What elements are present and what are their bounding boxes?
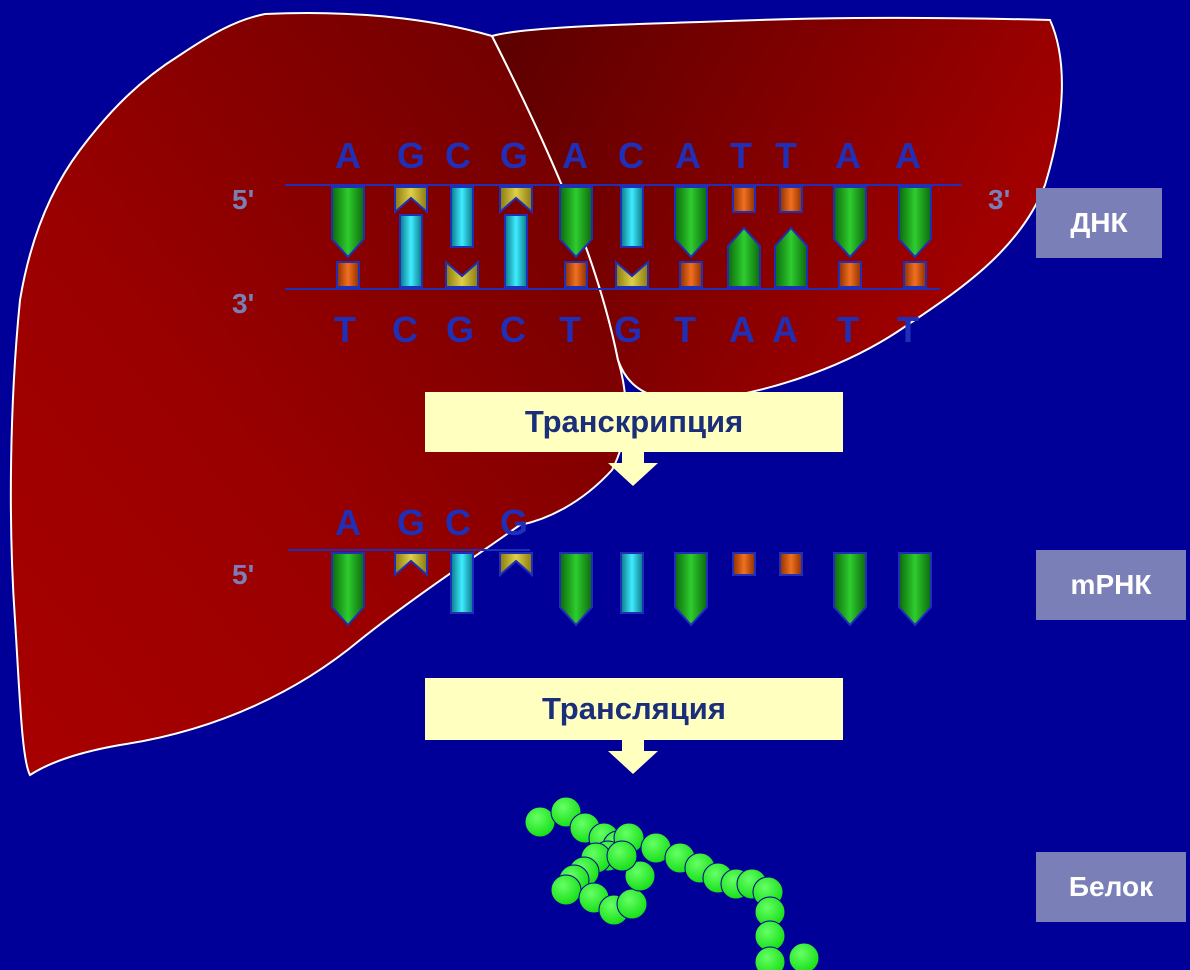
coding-base-7: A xyxy=(675,135,701,176)
dna-bottom-base-7 xyxy=(680,262,702,287)
translation-box: Трансляция xyxy=(425,678,843,740)
template-base-1: T xyxy=(334,309,356,350)
mrna-base-8 xyxy=(733,553,755,575)
dna-top-3prime: 3' xyxy=(988,184,1010,215)
coding-base-4: G xyxy=(500,135,528,176)
mrna-letter-1: A xyxy=(335,502,361,543)
coding-base-1: A xyxy=(335,135,361,176)
coding-base-8: T xyxy=(730,135,752,176)
protein-bead xyxy=(617,889,647,919)
mrna-base-6 xyxy=(621,553,643,613)
template-base-11: T xyxy=(897,309,919,350)
template-base-2: C xyxy=(392,309,418,350)
template-base-8: A xyxy=(729,309,755,350)
template-base-7: T xyxy=(674,309,696,350)
mrna-letter-4: G xyxy=(500,502,528,543)
mrna-base-7 xyxy=(675,553,707,625)
dna-top-base-3 xyxy=(451,187,473,247)
coding-base-3: C xyxy=(445,135,471,176)
mrna-5prime: 5' xyxy=(232,559,254,590)
dna-bottom-base-1 xyxy=(337,262,359,287)
protein-bead xyxy=(525,807,555,837)
dna-bottom-base-5 xyxy=(565,262,587,287)
dna-top-base-9 xyxy=(780,187,802,212)
template-base-9: A xyxy=(772,309,798,350)
template-base-5: T xyxy=(559,309,581,350)
dna-bottom-base-11 xyxy=(904,262,926,287)
mrna-label: mРНК xyxy=(1036,550,1186,620)
template-base-10: T xyxy=(837,309,859,350)
protein-bead xyxy=(551,875,581,905)
mrna-base-9 xyxy=(780,553,802,575)
dna-top-base-6 xyxy=(621,187,643,247)
protein-bead xyxy=(789,943,819,970)
mrna-letter-3: C xyxy=(445,502,471,543)
protein-bead xyxy=(607,841,637,871)
dna-label: ДНК xyxy=(1036,188,1162,258)
protein-chain xyxy=(525,797,819,970)
mrna-base-10 xyxy=(834,553,866,625)
mrna-base-3 xyxy=(451,553,473,613)
dna-bottom-base-4 xyxy=(505,215,527,287)
coding-base-10: A xyxy=(835,135,861,176)
mrna-base-5 xyxy=(560,553,592,625)
mrna-base-11 xyxy=(899,553,931,625)
dna-top-base-8 xyxy=(733,187,755,212)
dna-bottom-base-2 xyxy=(400,215,422,287)
dna-bottom-3prime: 3' xyxy=(232,288,254,319)
coding-base-9: T xyxy=(775,135,797,176)
protein-bead xyxy=(755,947,785,970)
template-base-6: G xyxy=(614,309,642,350)
coding-base-6: C xyxy=(618,135,644,176)
coding-base-11: A xyxy=(895,135,921,176)
mrna-letter-2: G xyxy=(397,502,425,543)
coding-base-2: G xyxy=(397,135,425,176)
transcription-box: Транскрипция xyxy=(425,392,843,452)
template-base-4: C xyxy=(500,309,526,350)
protein-label: Белок xyxy=(1036,852,1186,922)
coding-base-5: A xyxy=(562,135,588,176)
mrna-base-4 xyxy=(500,553,532,575)
template-base-3: G xyxy=(446,309,474,350)
dna-top-5prime: 5' xyxy=(232,184,254,215)
translation-arrow xyxy=(608,740,658,774)
dna-bottom-base-10 xyxy=(839,262,861,287)
